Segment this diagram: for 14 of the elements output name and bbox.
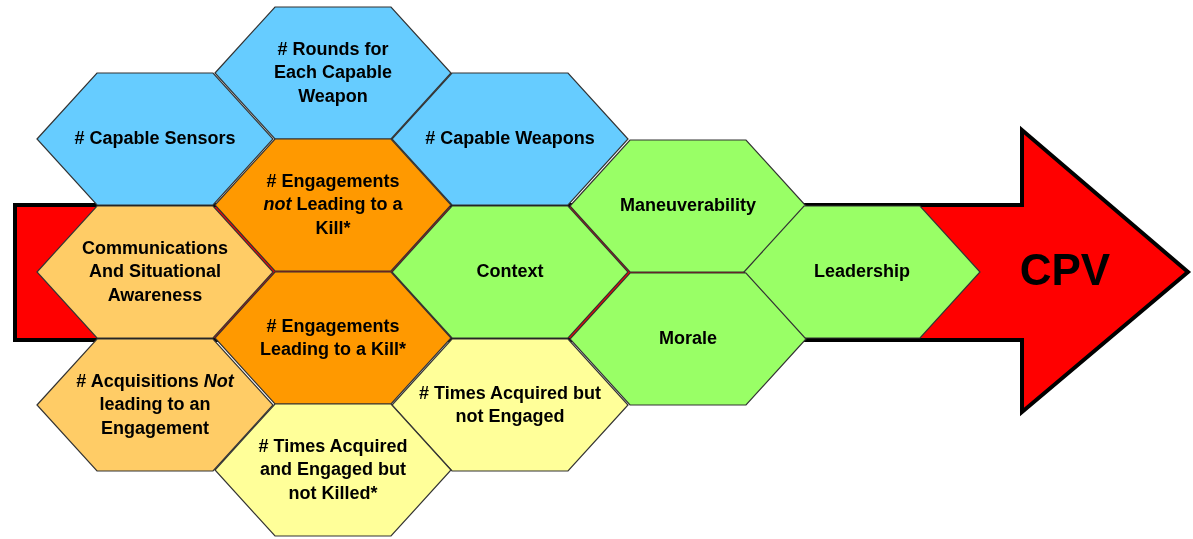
hexagon-label: Maneuverability (618, 194, 757, 218)
hexagon-label: # Capable Sensors (73, 127, 237, 151)
hexagon-label: # Rounds for Each Capable Weapon (272, 37, 393, 108)
hexagon-label: # Acquisitions Not leading to an Engagement (75, 369, 236, 440)
hexagon-label: # Engagements Leading to a Kill* (259, 314, 407, 361)
hexagon-label: # Times Acquired and Engaged but not Killed* (258, 434, 408, 505)
hexagon-label: Leadership (813, 260, 911, 284)
hexagon-label: # Capable Weapons (424, 127, 596, 151)
hexagon-label: Morale (658, 327, 718, 351)
hexagon-label: # Engagements not Leading to a Kill* (262, 169, 404, 240)
hexagon-label: Context (475, 260, 545, 284)
hexagon-label: Communications And Situational Awareness (81, 236, 229, 307)
arrow-label: CPV (1018, 245, 1112, 295)
hexagon-label: # Times Acquired but not Engaged (417, 381, 602, 428)
